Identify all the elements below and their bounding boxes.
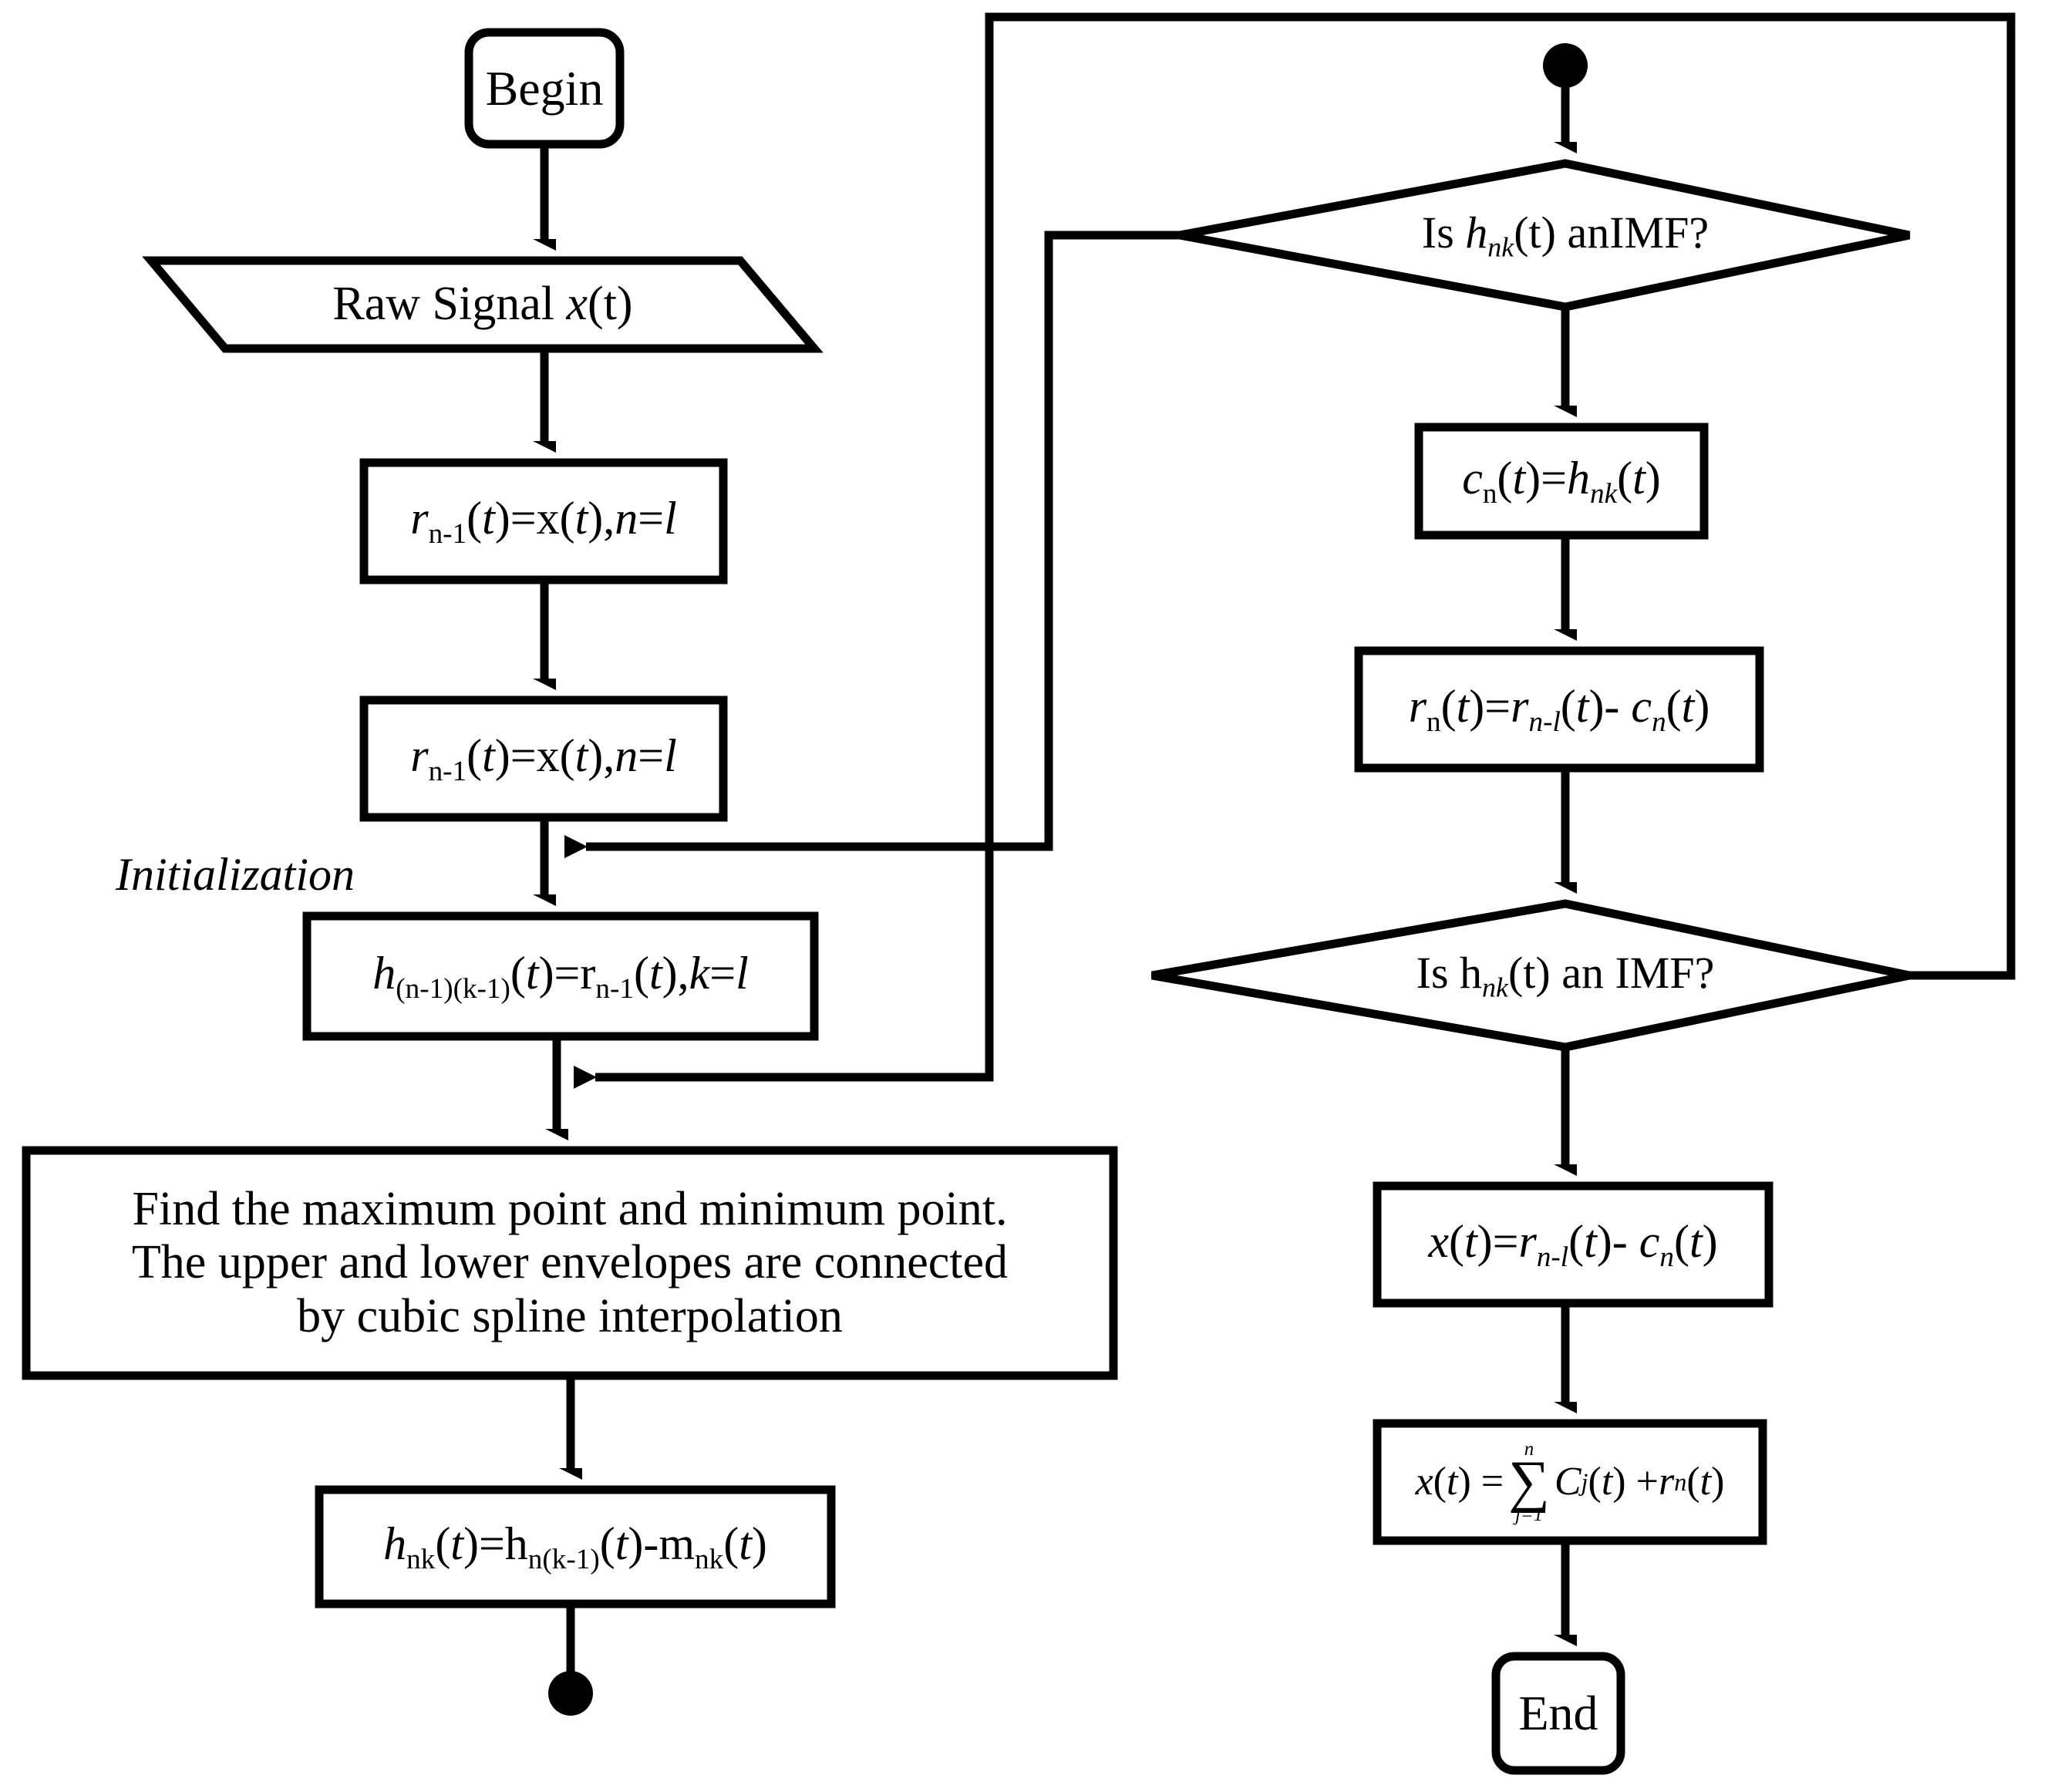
node-end-shape — [1491, 1652, 1625, 1775]
node-summation-shape — [1373, 1419, 1767, 1545]
node-init-h-shape — [302, 911, 819, 1041]
node-envelope-shape — [22, 1146, 1118, 1380]
connector-dot-top-right — [1543, 43, 1588, 88]
node-c-assign-shape — [1414, 423, 1709, 540]
edge-feedback-decision1 — [564, 231, 1180, 858]
connector-dot-bottom-left — [548, 1671, 593, 1716]
node-r-update-shape — [1354, 646, 1764, 773]
node-h-update-shape — [315, 1485, 836, 1608]
node-x-update-shape — [1373, 1181, 1773, 1308]
node-init-r2-shape — [359, 696, 728, 822]
node-begin-shape — [464, 28, 625, 149]
node-decision-1-shape — [1178, 159, 1911, 312]
edge-feedback-decision2 — [574, 12, 2016, 1089]
node-raw-signal-shape — [142, 256, 824, 353]
node-init-r1-shape — [359, 458, 728, 584]
node-decision-2-shape — [1151, 899, 1911, 1052]
